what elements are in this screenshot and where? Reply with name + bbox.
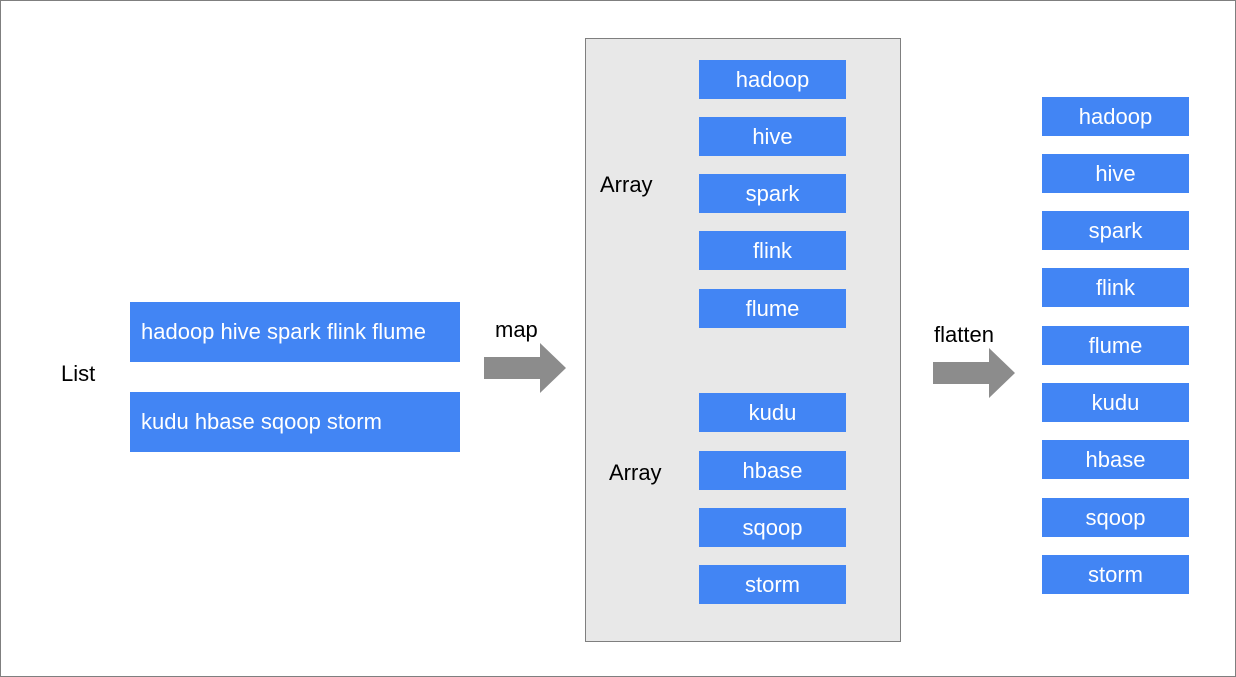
array-label-1: Array: [600, 172, 653, 197]
flatten-arrow-icon: [933, 348, 1015, 398]
flat-item-hbase: hbase: [1042, 440, 1189, 479]
flat-item-flink: flink: [1042, 268, 1189, 307]
array-label-2: Array: [609, 460, 662, 485]
flat-item-kudu: kudu: [1042, 383, 1189, 422]
map-arrow-icon: [484, 343, 566, 393]
array2-item-kudu: kudu: [699, 393, 846, 432]
array2-item-sqoop: sqoop: [699, 508, 846, 547]
flatten-label: flatten: [934, 322, 994, 347]
array1-item-flink: flink: [699, 231, 846, 270]
array1-item-hive: hive: [699, 117, 846, 156]
array2-item-hbase: hbase: [699, 451, 846, 490]
flat-item-sqoop: sqoop: [1042, 498, 1189, 537]
flat-item-flume: flume: [1042, 326, 1189, 365]
list-label: List: [61, 361, 96, 386]
flat-item-storm: storm: [1042, 555, 1189, 594]
flat-item-hive: hive: [1042, 154, 1189, 193]
list-item-2: kudu hbase sqoop storm: [130, 392, 460, 452]
array1-item-flume: flume: [699, 289, 846, 328]
map-label: map: [495, 317, 538, 342]
array1-item-spark: spark: [699, 174, 846, 213]
flat-item-hadoop: hadoop: [1042, 97, 1189, 136]
array1-item-hadoop: hadoop: [699, 60, 846, 99]
flat-item-spark: spark: [1042, 211, 1189, 250]
list-item-1: hadoop hive spark flink flume: [130, 302, 460, 362]
array2-item-storm: storm: [699, 565, 846, 604]
